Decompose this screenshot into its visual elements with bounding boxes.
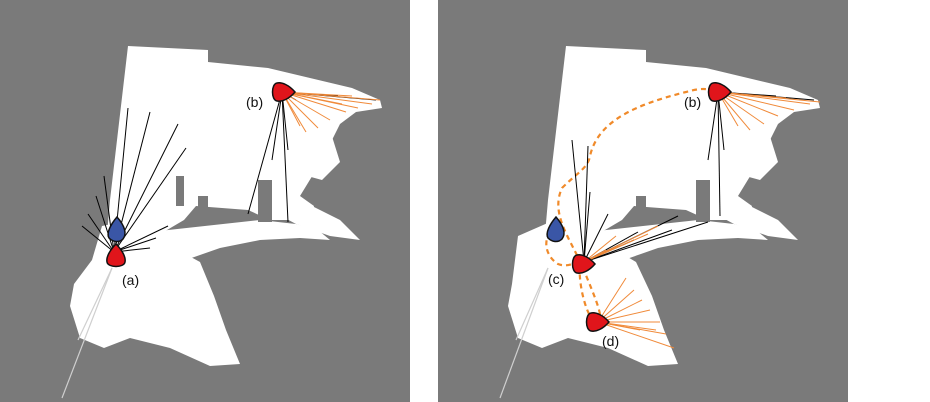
robot-pose-b-icon <box>271 82 296 102</box>
label-a: (a) <box>122 272 139 288</box>
robot-pose-c-icon <box>571 254 596 274</box>
ray-rb-0 <box>707 91 719 161</box>
map-panel-left: (a) (b) <box>0 0 410 402</box>
obstacles <box>636 180 710 222</box>
ray-a-7 <box>113 147 187 253</box>
faint-rays <box>61 267 113 399</box>
ray-c-6 <box>583 221 709 263</box>
robot-current-icon <box>546 215 565 243</box>
frontier-d-0 <box>597 277 627 323</box>
ray-b-2 <box>281 91 289 223</box>
ray-a-8 <box>113 225 169 253</box>
ray-c-5 <box>583 229 673 263</box>
ray-c-1 <box>583 145 589 263</box>
frontier-rb-4 <box>717 91 795 111</box>
ray-b-0 <box>247 91 283 215</box>
ray-rb-1 <box>717 91 721 217</box>
ray-b-3 <box>281 91 289 151</box>
ray-c-2 <box>583 191 591 263</box>
faint-rays <box>499 267 549 399</box>
ray-c-3 <box>583 213 609 263</box>
robot-current-icon <box>107 215 126 243</box>
label-d: (d) <box>602 333 619 349</box>
robot-pose-d-icon <box>585 312 610 332</box>
ray-a-2 <box>95 195 115 253</box>
map-figure-left: (a) (b) <box>0 0 410 402</box>
map-figure-right: (b) (c) (d) <box>438 0 848 402</box>
ray-a-0 <box>81 225 115 253</box>
frontier-b-6 <box>281 91 373 105</box>
robot-pose-a-icon <box>106 242 126 268</box>
frontier-d-6 <box>597 321 675 349</box>
ray-c-0 <box>571 139 585 263</box>
ray-a-1 <box>87 213 115 253</box>
robot-pose-b-icon <box>707 82 732 102</box>
label-b: (b) <box>246 94 263 110</box>
label-b: (b) <box>684 94 701 110</box>
map-panel-right: (b) (c) (d) <box>438 0 848 402</box>
ray-b-1 <box>271 91 283 161</box>
frontier-rays-c <box>583 225 659 263</box>
ray-rb-2 <box>717 91 725 151</box>
obstacles <box>176 176 272 222</box>
label-c: (c) <box>548 271 564 287</box>
